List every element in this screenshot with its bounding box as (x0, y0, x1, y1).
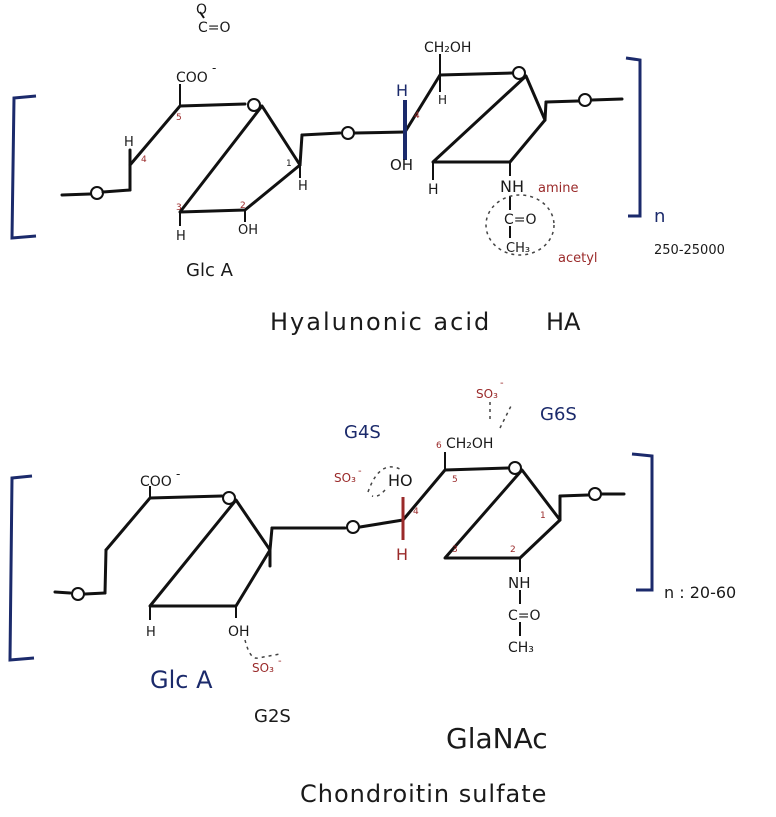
glca-ring-ha (128, 102, 302, 214)
galnac-ring-cs (401, 466, 562, 560)
glycosidic-bond (268, 526, 274, 552)
so3-c4-charge: - (358, 466, 362, 477)
carbon-4-number-glcnac: 4 (414, 111, 420, 121)
carbon-3-number: 3 (176, 203, 182, 213)
g6s-arrow-out (499, 403, 513, 429)
n-label-ha: n (654, 206, 665, 227)
ring-oxygen (222, 491, 236, 505)
right-bracket-cs (631, 452, 654, 592)
so3-c4: SO₃ (334, 471, 356, 485)
ring-oxygen (512, 66, 526, 80)
glycosidic-oxygen (346, 520, 360, 534)
carbon-1-number-cs: 1 (540, 511, 546, 521)
so3-c6: SO₃ (476, 387, 498, 401)
glycosidic-oxygen (71, 587, 85, 601)
glycosidic-oxygen (588, 487, 602, 501)
h-top-c4: H (396, 81, 408, 100)
glycosidic-bond (298, 133, 304, 167)
carbon-1-number: 1 (286, 159, 292, 169)
carbon-2-number-cs: 2 (510, 545, 516, 555)
coo-label: COO (176, 70, 208, 86)
chain-bond (590, 97, 624, 102)
h-c1: H (298, 179, 308, 194)
carboxylate-bond (199, 11, 205, 19)
g6s-label: G6S (540, 404, 577, 425)
h-c5: H (438, 93, 447, 107)
h-c4-cs: H (396, 545, 408, 564)
chondroitin-sulfate-structure (8, 402, 654, 662)
chain-bond (544, 99, 580, 104)
glycosidic-oxygen (341, 126, 355, 140)
coo-charge: - (212, 61, 216, 75)
ho-label: HO (388, 471, 413, 490)
carbon-5-number: 5 (176, 113, 182, 123)
oh-c4: OH (390, 156, 413, 174)
n-range-ha: 250-25000 (654, 243, 725, 258)
ring-oxygen (508, 461, 522, 475)
glycosidic-bond (358, 518, 405, 529)
chain-bond (558, 493, 590, 498)
co-label-cs: C=O (508, 608, 541, 624)
coo-charge-cs: - (176, 467, 180, 481)
glca-label-cs: Glc A (150, 666, 213, 694)
acetyl-highlight-circle (485, 194, 555, 256)
so3-c6-charge: - (500, 378, 504, 389)
ch3-label-cs: CH₃ (508, 640, 534, 656)
ch3-label: CH₃ (506, 241, 530, 256)
carbon-3-number-cs: 3 (452, 545, 458, 555)
glca-ring-cs (104, 494, 272, 608)
h-c4: H (124, 135, 134, 150)
glycosidic-bond (353, 130, 407, 135)
carbon-2-number: 2 (240, 201, 246, 211)
chain-bond (53, 590, 72, 595)
so3-c2-charge: - (278, 656, 282, 667)
carbon-4-number: 4 (141, 155, 147, 165)
g4s-label: G4S (344, 422, 381, 443)
n-range-cs: n : 20-60 (664, 583, 736, 602)
chain-bond (60, 192, 92, 197)
h-c3-cs: H (146, 625, 156, 640)
chain-bond (101, 188, 132, 194)
galnac-label: GlaNAc (446, 722, 548, 755)
g2s-label: G2S (254, 706, 291, 727)
right-bracket-ha (625, 56, 642, 218)
chain-bond (103, 548, 108, 595)
carbon-5-number-cs: 5 (452, 475, 458, 485)
so3-c2: SO₃ (252, 661, 274, 675)
chain-bond (543, 100, 548, 122)
glycosidic-bond (300, 131, 342, 137)
carbon-6-number-cs: 6 (436, 441, 442, 451)
oh-c2-cs: OH (228, 624, 250, 640)
ring-oxygen (247, 98, 261, 112)
nh-label: NH (500, 177, 524, 196)
ch2oh-label-cs: CH₂OH (446, 436, 493, 452)
left-bracket-cs (8, 474, 35, 662)
h-c3: H (176, 229, 186, 244)
glycosidic-oxygen (578, 93, 592, 107)
glycosidic-oxygen (90, 186, 104, 200)
ch2oh-label: CH₂OH (424, 40, 471, 56)
oh-c2: OH (238, 223, 258, 238)
carbon-4-number-cs: 4 (413, 507, 419, 517)
h-c3-glcnac: H (428, 182, 439, 198)
hyaluronic-acid-structure (10, 11, 642, 256)
glcnac-ring-ha (403, 71, 547, 164)
ha-title: Hyalunonic acid (270, 308, 491, 336)
g4s-arrow (367, 466, 403, 493)
g2s-arrow (244, 639, 281, 659)
glca-label-ha: Glc A (186, 260, 234, 281)
acetyl-label: acetyl (558, 251, 598, 266)
g4s-arrow-back (371, 489, 386, 498)
coo-label-cs: COO (140, 474, 172, 490)
co-label: C=O (504, 212, 537, 228)
amine-label: amine (538, 181, 578, 196)
nh-label-cs: NH (508, 574, 531, 592)
left-bracket-ha (10, 94, 37, 240)
carboxylate-top: C=O (198, 20, 231, 36)
chain-bond (83, 591, 107, 596)
ha-abbreviation: HA (546, 308, 581, 336)
cs-title: Chondroitin sulfate (300, 780, 547, 808)
carboxylate-minus: O (196, 2, 207, 18)
